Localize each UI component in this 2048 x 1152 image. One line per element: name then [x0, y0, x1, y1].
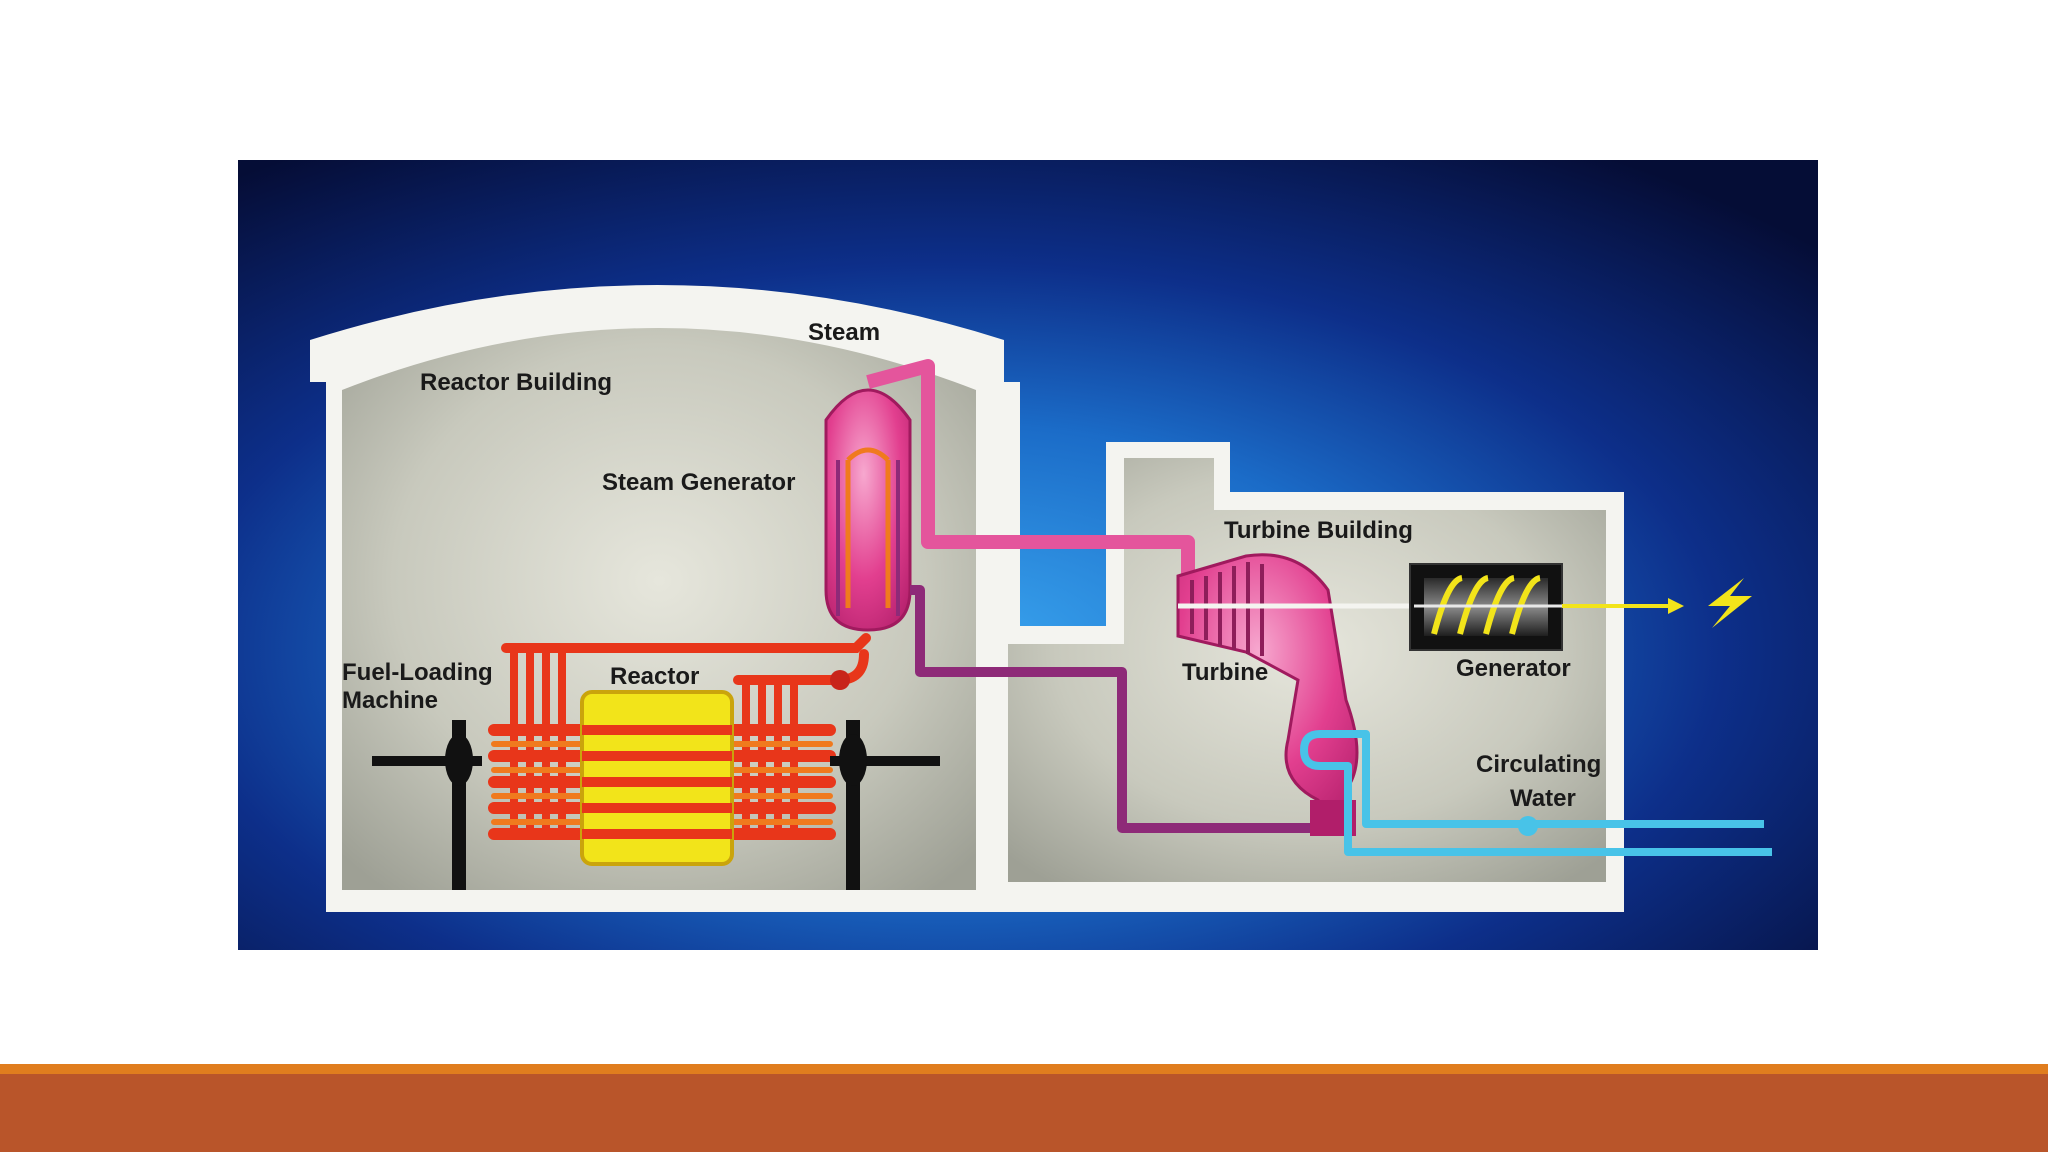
label-fuel-loading-line1: Fuel-Loading: [342, 659, 493, 686]
label-reactor-building: Reactor Building: [420, 369, 612, 396]
steam-pipe: [866, 359, 1195, 590]
label-steam-generator: Steam Generator: [602, 469, 795, 496]
circulating-pump: [1518, 816, 1538, 836]
return-pipe: [910, 585, 1328, 833]
label-turbine-building: Turbine Building: [1224, 517, 1413, 544]
lightning-bolt-icon: [1708, 578, 1752, 628]
nuclear-plant-diagram: Steam Reactor Building Steam Generator T…: [238, 160, 1818, 950]
label-circulating-line2: Water: [1510, 785, 1576, 812]
label-turbine: Turbine: [1182, 659, 1268, 686]
core-channels: [582, 725, 732, 839]
label-circulating-line1: Circulating: [1476, 751, 1601, 778]
footer-band: [0, 1064, 2048, 1152]
label-generator: Generator: [1456, 655, 1571, 682]
fuel-loading-machine-left: [372, 720, 482, 890]
power-output-arrow: [1668, 598, 1684, 614]
circulating-water-pipes: [1300, 730, 1772, 856]
fuel-loading-machine-right: [830, 720, 940, 890]
steam-generator: [824, 388, 912, 632]
label-fuel-loading-line2: Machine: [342, 687, 438, 714]
coolant-pump: [830, 670, 850, 690]
label-steam: Steam: [808, 319, 880, 346]
footer-accent-line: [0, 1064, 2048, 1074]
generator: [1409, 563, 1563, 651]
label-reactor: Reactor: [610, 663, 699, 690]
